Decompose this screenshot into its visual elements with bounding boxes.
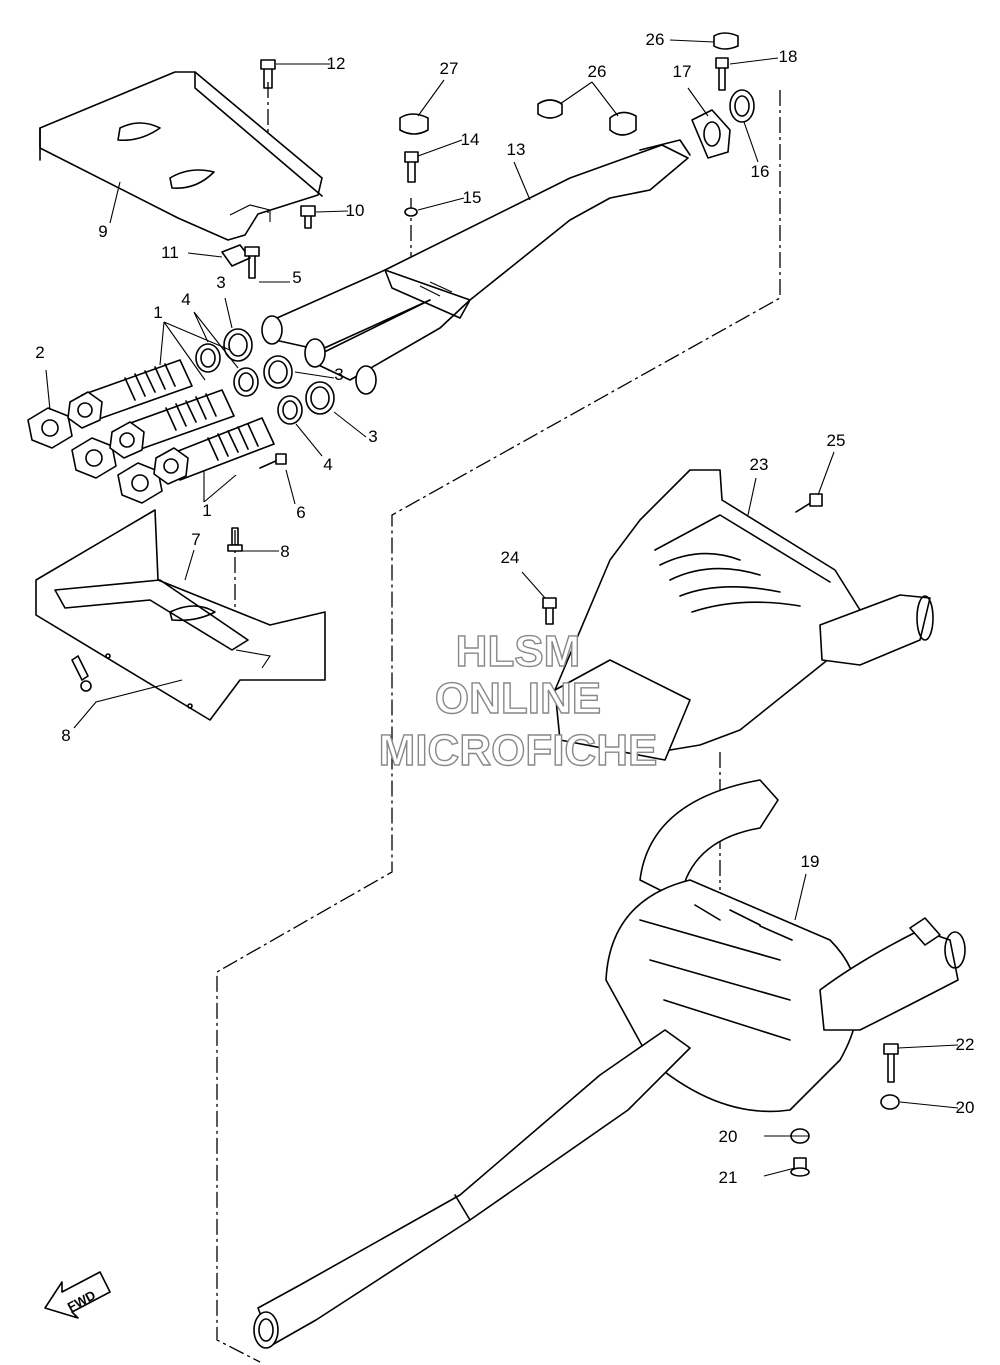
- washer-15: [404, 207, 418, 217]
- bolt-6: [259, 453, 287, 469]
- callout-c5: 5: [292, 268, 301, 287]
- collar-16: [729, 89, 755, 123]
- callout-c2: 2: [35, 343, 44, 362]
- callout-c4b: 4: [323, 455, 332, 474]
- callout-c20b: 20: [956, 1098, 975, 1117]
- watermark-line-1: HLSM: [456, 627, 581, 676]
- watermark-line-2: ONLINE: [435, 674, 601, 723]
- callout-c24: 24: [501, 548, 520, 567]
- callout-c1b: 1: [202, 501, 211, 520]
- rubber-caps: [399, 32, 739, 136]
- callout-c10: 10: [346, 201, 365, 220]
- bolt-25: [795, 493, 823, 513]
- callout-c20a: 20: [719, 1127, 738, 1146]
- seal-rings: [195, 343, 303, 425]
- bolt-5: [244, 246, 260, 279]
- callout-c26a: 26: [646, 30, 665, 49]
- muffler-heat-protector: [554, 469, 934, 761]
- callout-c26b: 26: [588, 62, 607, 81]
- callout-c3c: 3: [368, 427, 377, 446]
- exhaust-y-pipe: [261, 139, 691, 395]
- watermark-line-3: MICROFICHE: [379, 726, 658, 775]
- callout-labels: 1123334456788910111213141516171819202021…: [35, 30, 974, 1187]
- callout-c22: 22: [956, 1035, 975, 1054]
- flanges: [67, 391, 189, 485]
- joint-pipe-assembly: [81, 359, 275, 481]
- callout-c14: 14: [461, 130, 480, 149]
- callout-c21: 21: [719, 1168, 738, 1187]
- heat-protector-upper: [39, 71, 323, 241]
- callout-c9: 9: [98, 222, 107, 241]
- callout-c18: 18: [779, 47, 798, 66]
- exhaust-gasket-set: [27, 407, 163, 504]
- bolt-22: [883, 1043, 899, 1083]
- callout-c3b: 3: [334, 365, 343, 384]
- pin-21: [790, 1157, 810, 1177]
- bolt-10: [300, 205, 316, 229]
- callout-c27: 27: [440, 59, 459, 78]
- bolt-24: [542, 597, 557, 625]
- pipe-clamps: [223, 328, 335, 415]
- callout-c13: 13: [507, 140, 526, 159]
- callout-c8a: 8: [280, 542, 289, 561]
- heat-protector-lower: [35, 509, 326, 721]
- bolt-14: [404, 151, 419, 183]
- callout-c4a: 4: [181, 290, 190, 309]
- bracket: [221, 244, 251, 267]
- bolt-18: [715, 57, 729, 91]
- callout-c1a: 1: [153, 303, 162, 322]
- leader-lines: [45, 39, 959, 1177]
- forward-direction-arrow: FWD: [44, 1271, 111, 1319]
- rivets: [71, 527, 243, 692]
- callout-c23: 23: [750, 455, 769, 474]
- watermark: HLSM ONLINE MICROFICHE: [378, 626, 658, 775]
- callout-c8b: 8: [61, 726, 70, 745]
- tail-pipe: [253, 1029, 691, 1349]
- callout-c16: 16: [751, 162, 770, 181]
- callout-c17: 17: [673, 62, 692, 81]
- callout-c3a: 3: [216, 273, 225, 292]
- callout-c19: 19: [801, 852, 820, 871]
- clamp-17: [691, 109, 731, 159]
- callout-c15: 15: [463, 188, 482, 207]
- bolt-12: [260, 59, 276, 89]
- callout-c25: 25: [827, 431, 846, 450]
- callout-c6: 6: [296, 503, 305, 522]
- callout-c12: 12: [327, 54, 346, 73]
- callout-c7: 7: [191, 530, 200, 549]
- callout-c11: 11: [161, 243, 179, 262]
